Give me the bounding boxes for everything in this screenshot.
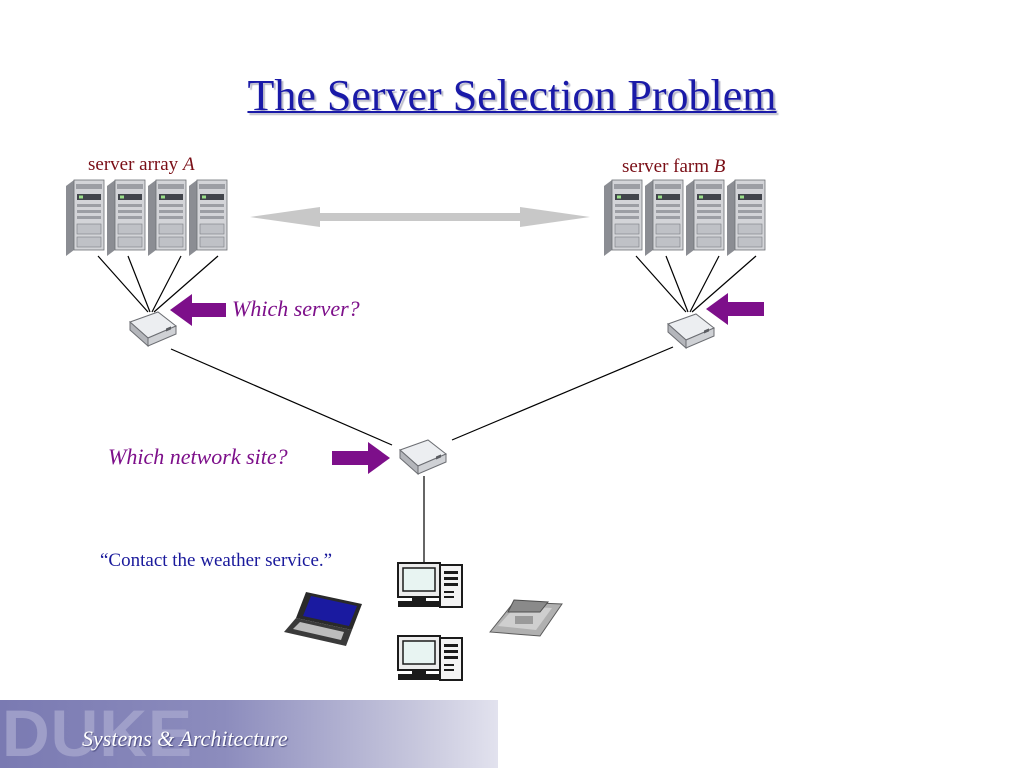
which-server-arrow bbox=[170, 294, 226, 326]
page-title: The Server Selection Problem bbox=[247, 71, 777, 120]
server-array-label: server array A bbox=[88, 154, 195, 175]
which-server-label: Which server? bbox=[232, 296, 360, 321]
which-network-site-arrow bbox=[332, 442, 390, 474]
telephone-icon bbox=[489, 599, 563, 637]
footer-text: Systems & Architecture bbox=[82, 726, 288, 751]
server-farm-label: server farm B bbox=[622, 156, 726, 177]
desktop-computer-icon bbox=[397, 635, 463, 681]
central-hub-icon bbox=[399, 439, 447, 475]
hub-b-icon bbox=[667, 313, 715, 349]
hub-a-icon bbox=[129, 311, 177, 347]
which-network-site-label: Which network site? bbox=[108, 444, 288, 469]
server-array-a bbox=[65, 179, 228, 257]
double-arrow bbox=[250, 207, 590, 227]
laptop-icon bbox=[284, 592, 362, 646]
contact-quote: “Contact the weather service.” bbox=[100, 550, 333, 571]
network-diagram bbox=[65, 179, 766, 681]
desktop-computer-icon bbox=[397, 562, 463, 608]
server-links-a bbox=[97, 255, 219, 313]
server-links-b bbox=[635, 255, 757, 313]
duke-logo: DUKE bbox=[2, 696, 194, 770]
server-farm-b bbox=[603, 179, 766, 257]
footer-band bbox=[0, 700, 498, 768]
hub-links bbox=[170, 346, 674, 562]
farm-arrow bbox=[706, 293, 764, 325]
